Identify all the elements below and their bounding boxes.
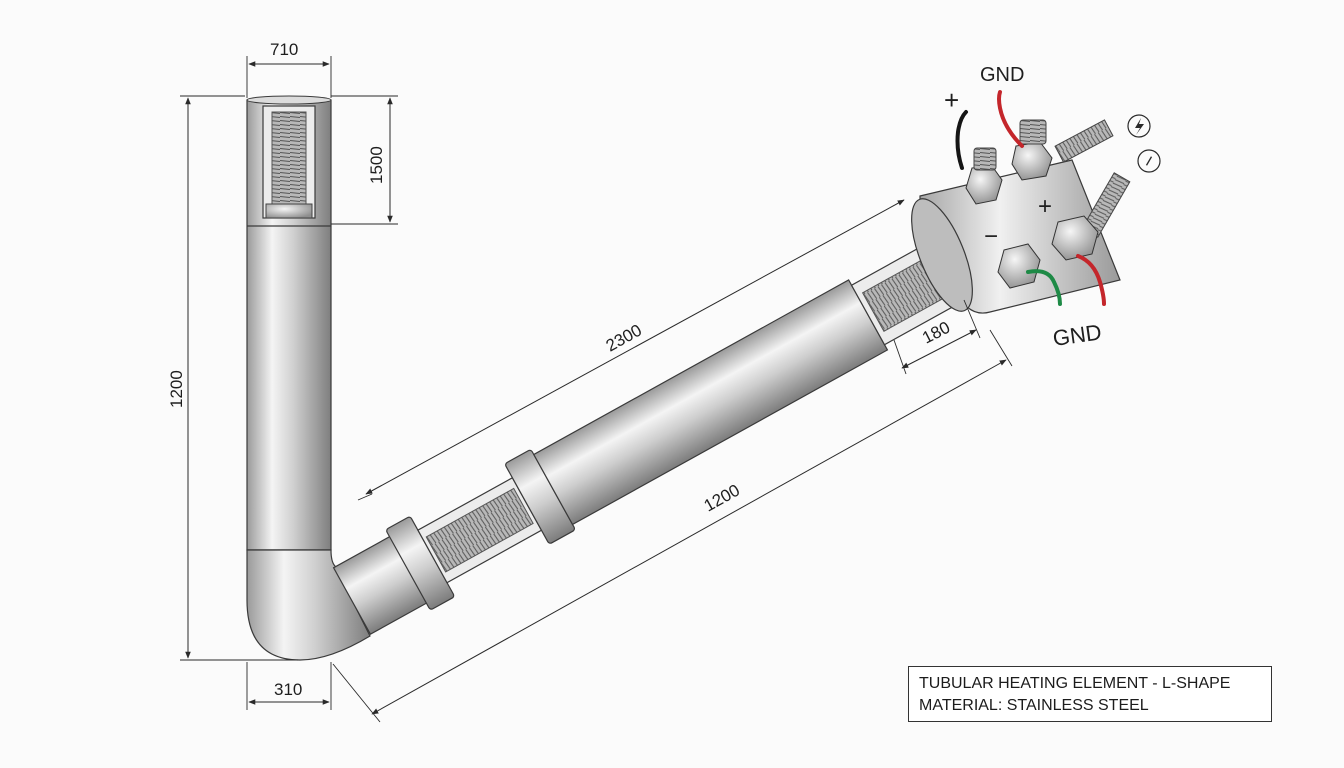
minus-circle-icon	[1137, 149, 1161, 173]
dim-bottom-width-label: 310	[274, 680, 302, 699]
dim-diagonal-upper-label: 2300	[603, 321, 645, 356]
terminal-nut-2	[1011, 119, 1053, 181]
terminal-stud-upper	[1054, 119, 1114, 163]
top-threaded-rod	[271, 111, 307, 205]
red-wire-bottom	[1076, 254, 1106, 306]
black-wire	[955, 110, 968, 170]
dim-top-cap-length-label: 1500	[367, 146, 386, 184]
top-rod-nut	[265, 203, 313, 219]
label-gnd-top: GND	[980, 64, 1024, 86]
label-plus-top: +	[944, 85, 959, 115]
terminal-nut-3	[997, 243, 1041, 289]
title-block: TUBULAR HEATING ELEMENT - L-SHAPE MATERI…	[908, 666, 1272, 722]
main-tube-body	[532, 279, 889, 526]
terminal-block	[911, 90, 1131, 314]
dim-bottom-width: 310	[246, 662, 332, 710]
label-gnd-bottom: GND	[1051, 319, 1103, 351]
dim-top-width-label: 710	[270, 40, 298, 59]
green-wire	[1026, 269, 1062, 306]
dim-top-cap-length: 1500	[331, 95, 398, 225]
dim-top-width: 710	[246, 40, 332, 98]
dim-vertical-length: 1200	[167, 95, 298, 661]
top-tube-opening	[246, 95, 332, 105]
label-plus-block: +	[1038, 193, 1052, 220]
label-minus-block: −	[984, 223, 998, 250]
terminal-nut-1	[965, 147, 1003, 205]
diagonal-tube	[332, 215, 1002, 636]
red-wire-top	[997, 90, 1024, 148]
title-block-line1: TUBULAR HEATING ELEMENT - L-SHAPE	[919, 675, 1231, 692]
dim-vertical-length-label: 1200	[167, 370, 186, 408]
title-block-line2: MATERIAL: STAINLESS STEEL	[919, 697, 1149, 714]
vertical-tube	[246, 95, 332, 551]
terminal-nut-4	[1051, 215, 1099, 261]
electric-hazard-icon	[1127, 114, 1151, 138]
